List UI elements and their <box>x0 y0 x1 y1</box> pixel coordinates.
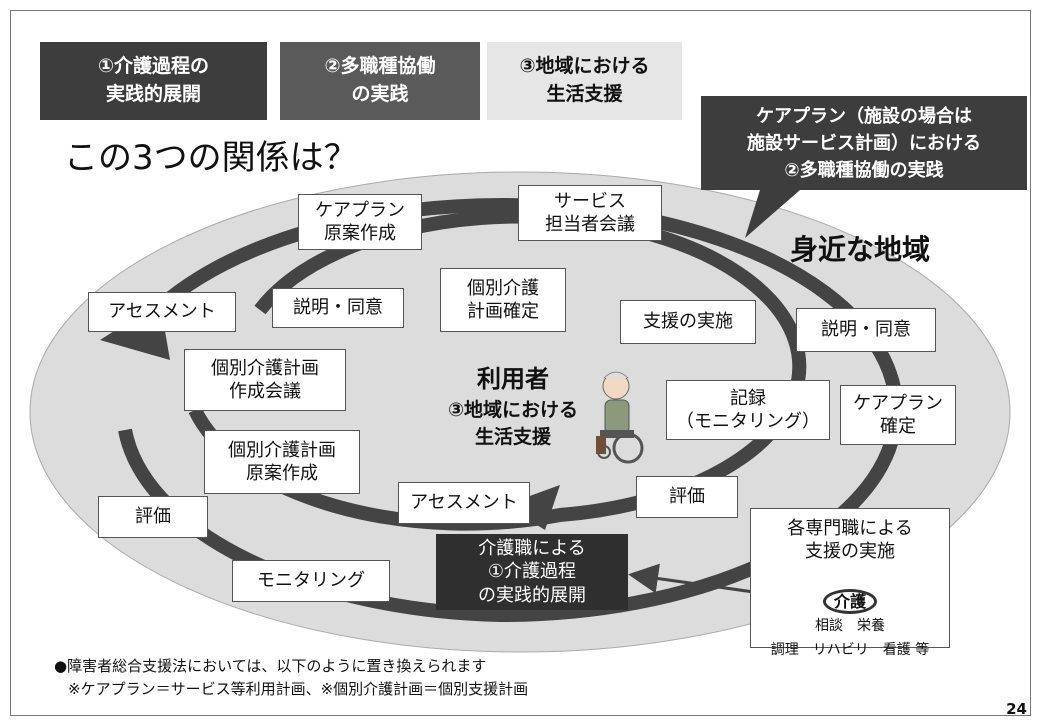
inner-explain-consent: 説明・同意 <box>272 288 404 328</box>
inner-plan-draft: 個別介護計画 原案作成 <box>204 430 360 494</box>
outer-assessment: アセスメント <box>88 292 236 332</box>
inner-evaluation: 評価 <box>636 476 738 518</box>
user-label: 利用者 ③地域における 生活支援 <box>418 362 608 452</box>
care-worker-box: 介護職による ①介護過程 の実践的展開 <box>436 534 628 610</box>
inner-plan-meeting: 個別介護計画 作成会議 <box>184 349 346 411</box>
professionals-list: 介護 相談 栄養 調理 リハビリ 看護 等 <box>771 564 929 687</box>
outer-evaluation: 評価 <box>98 496 208 538</box>
user-role: ③地域における 生活支援 <box>447 398 579 449</box>
inner-plan-confirm: 個別介護 計画確定 <box>440 268 566 332</box>
inner-record-monitoring: 記録 （モニタリング） <box>666 380 830 440</box>
care-item: 介護 <box>822 588 877 614</box>
outer-service-meeting: サービス 担当者会議 <box>518 185 662 241</box>
inner-implementation: 支援の実施 <box>620 300 756 344</box>
header-community-support: ③地域における 生活支援 <box>487 42 682 120</box>
callout-pointer <box>745 190 800 238</box>
professions-line-2: 調理 リハビリ 看護 等 <box>770 642 930 659</box>
footer-line-1: ●障害者総合支援法においては、以下のように置き換えられます <box>54 657 487 675</box>
slide-border <box>10 10 1031 716</box>
outer-careplan-draft: ケアプラン 原案作成 <box>298 194 422 250</box>
user-title: 利用者 <box>477 365 549 393</box>
outer-explain-consent: 説明・同意 <box>796 308 936 352</box>
professions-line-1: 相談 栄養 <box>814 618 885 635</box>
professionals-box: 各専門職による 支援の実施 介護 相談 栄養 調理 リハビリ 看護 等 <box>750 508 950 658</box>
professionals-heading: 各専門職による 支援の実施 <box>787 518 913 563</box>
wheelchair-user-icon <box>596 371 644 464</box>
header-care-process: ①介護過程の 実践的展開 <box>40 42 267 120</box>
slide-title: この3つの関係は？ <box>64 138 358 178</box>
multidisciplinary-callout: ケアプラン（施設の場合は 施設サービス計画）における ②多職種協働の実践 <box>701 96 1027 190</box>
header-multidisciplinary: ②多職種協働 の実践 <box>280 42 480 120</box>
region-label: 身近な地域 <box>790 233 931 266</box>
inner-ring-arrowhead <box>505 485 560 530</box>
page-number: 24 <box>1006 700 1027 718</box>
outer-careplan-confirm: ケアプラン 確定 <box>840 385 956 445</box>
inner-assessment: アセスメント <box>398 482 530 524</box>
outer-monitoring: モニタリング <box>232 560 390 602</box>
footer-note: ●障害者総合支援法においては、以下のように置き換えられます ※ケアプラン＝サービ… <box>54 655 528 702</box>
footer-line-2: ※ケアプラン＝サービス等利用計画、※個別介護計画＝個別支援計画 <box>68 680 529 699</box>
